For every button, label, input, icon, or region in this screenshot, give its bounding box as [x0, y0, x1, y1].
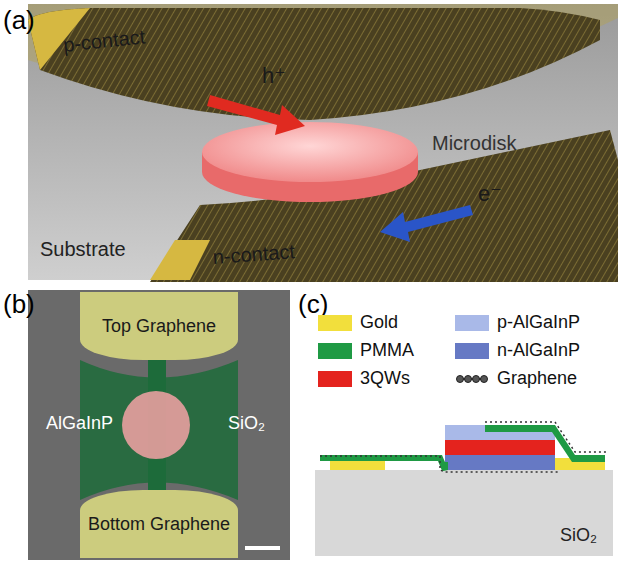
legend-swatch [318, 315, 352, 331]
hole-arrow [207, 95, 305, 135]
legend-swatch [455, 315, 489, 331]
legend-text: Graphene [497, 368, 577, 389]
legend-text: 3QWs [360, 368, 410, 389]
gold-electrode [150, 240, 210, 280]
graphene-pad: Top Graphene [80, 292, 238, 360]
n-layer [445, 455, 555, 470]
figure-label: e⁻ [478, 182, 502, 206]
legend-row: PMMA [318, 340, 414, 361]
legend-swatch [455, 343, 489, 359]
scale-bar [245, 546, 280, 550]
pad-label: Bottom Graphene [88, 514, 230, 535]
legend-row: 3QWs [318, 368, 410, 389]
graphene-pad: Bottom Graphene [80, 490, 238, 558]
legend-row: Gold [318, 312, 398, 333]
legend-row: Graphene [455, 368, 577, 389]
sio2-substrate [315, 470, 613, 556]
figure-label: AlGaInP [46, 414, 113, 434]
legend-text: PMMA [360, 340, 414, 361]
legend-row: n-AlGaInP [455, 340, 580, 361]
figure-label: (a) [3, 6, 35, 35]
qw-layer [445, 440, 555, 455]
microdisk [122, 391, 190, 459]
graphene-layer [485, 422, 608, 452]
p-contact-sheet [28, 8, 600, 120]
graphene-layer [320, 456, 560, 472]
legend-row: p-AlGaInP [455, 312, 580, 333]
figure-label: Substrate [40, 238, 126, 260]
legend-swatch [318, 371, 352, 387]
legend-text: p-AlGaInP [497, 312, 580, 333]
sem-image [28, 290, 290, 560]
legend-swatch [318, 343, 352, 359]
pmma-layer [485, 425, 605, 462]
legend-text: Gold [360, 312, 398, 333]
figure-label: h⁺ [262, 64, 286, 88]
figure-label: SiO₂ [560, 526, 597, 546]
graphene-sample [455, 371, 489, 387]
pmma-layer [320, 458, 445, 470]
figure-label: (b) [3, 290, 35, 319]
legend-text: n-AlGaInP [497, 340, 580, 361]
figure-label: SiO₂ [228, 414, 265, 434]
microdisk-top [202, 122, 418, 182]
electron-arrow [380, 205, 473, 242]
pad-label: Top Graphene [102, 316, 216, 337]
figure-label: Microdisk [432, 132, 516, 154]
